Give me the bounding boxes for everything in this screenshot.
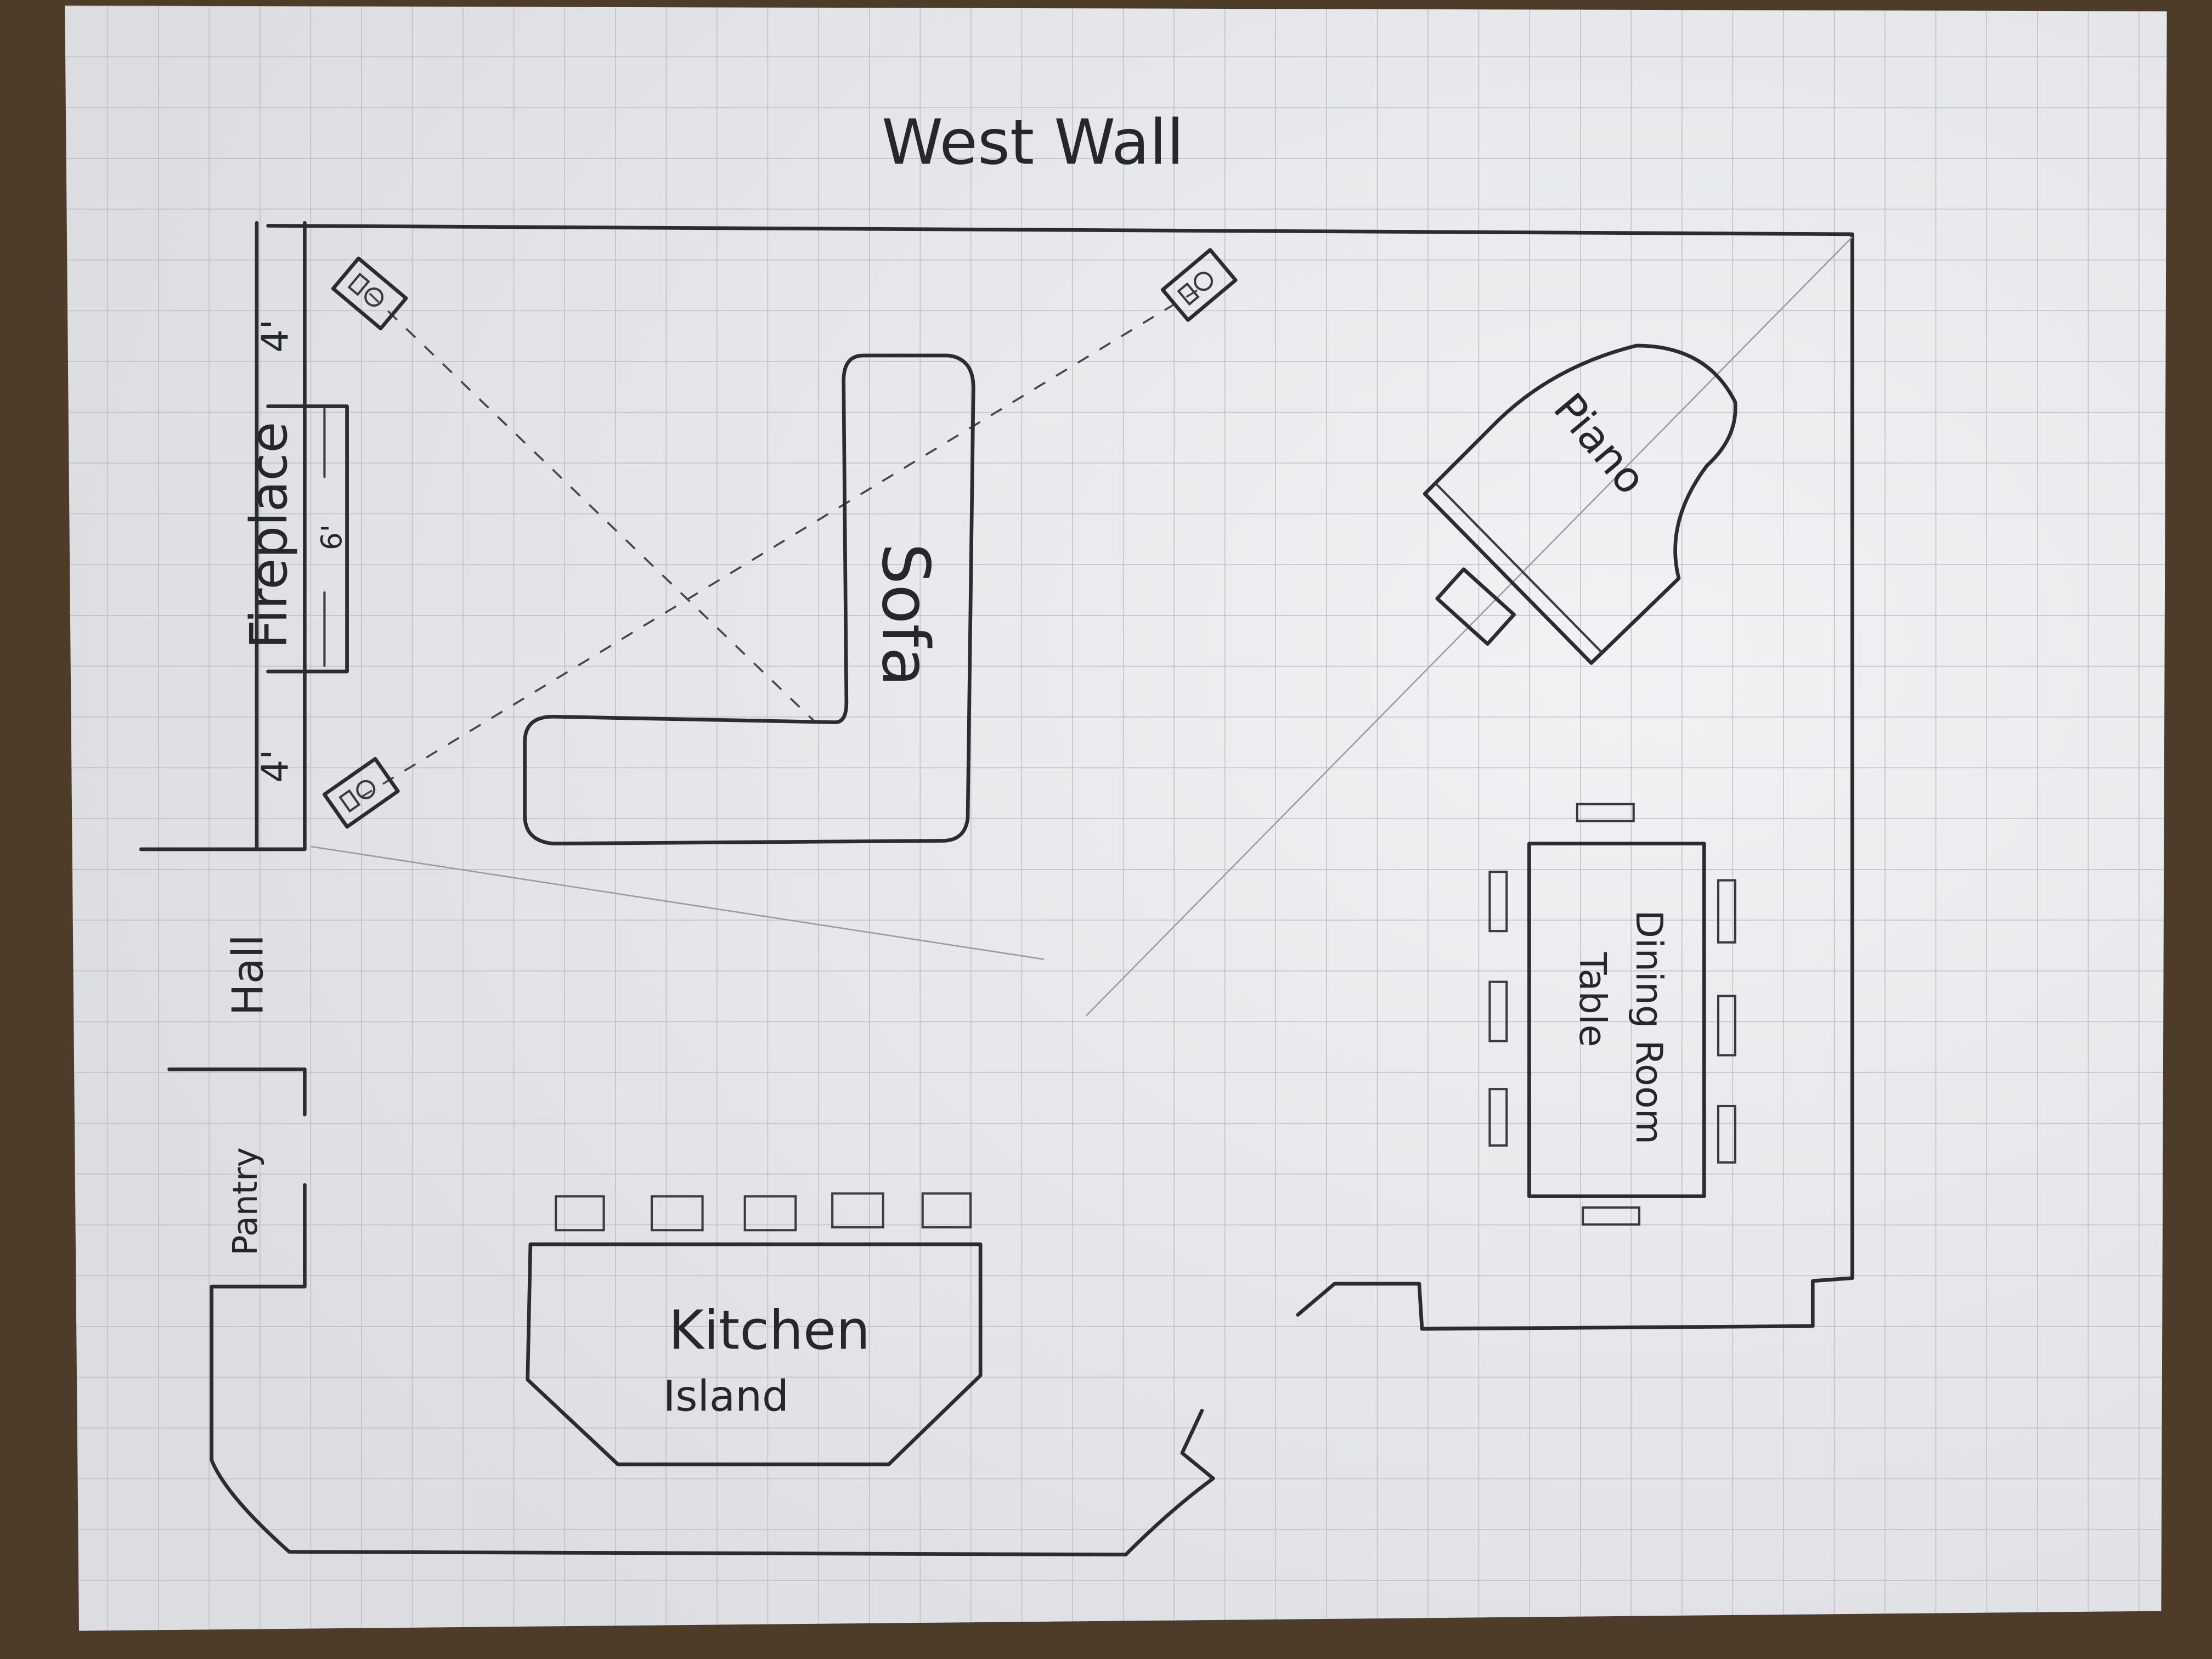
kitchen-label-line2: Island [663, 1372, 789, 1421]
dining-label-line2: Table [1571, 952, 1614, 1047]
dimension-fireplace-width: 6' [315, 524, 348, 550]
title-west-wall: West Wall [882, 106, 1184, 178]
dimension-top: 4' [254, 319, 297, 353]
sofa: Sofa [523, 353, 975, 846]
speaker-icon [1160, 248, 1238, 322]
speaker-icon [322, 757, 400, 829]
fireplace-label: Fireplace [239, 422, 298, 649]
dining-label-line1: Dining Room [1628, 910, 1671, 1144]
fireplace: Fireplace 4' 4' 6' [239, 319, 349, 783]
piano-bench [1435, 567, 1516, 646]
sofa-label: Sofa [868, 543, 944, 687]
dining-table: Dining Room Table [1488, 803, 1736, 1226]
grid-lines [65, 5, 2167, 1631]
speakers [310, 236, 1853, 1017]
hall-label: Hall [223, 934, 273, 1015]
kitchen-island: Kitchen Island [526, 1192, 983, 1466]
kitchen-label-line1: Kitchen [669, 1299, 870, 1362]
room-walls [139, 221, 1854, 1557]
dimension-bottom: 4' [254, 749, 297, 783]
pantry-label: Pantry [225, 1147, 265, 1255]
speaker-icon [331, 256, 408, 331]
